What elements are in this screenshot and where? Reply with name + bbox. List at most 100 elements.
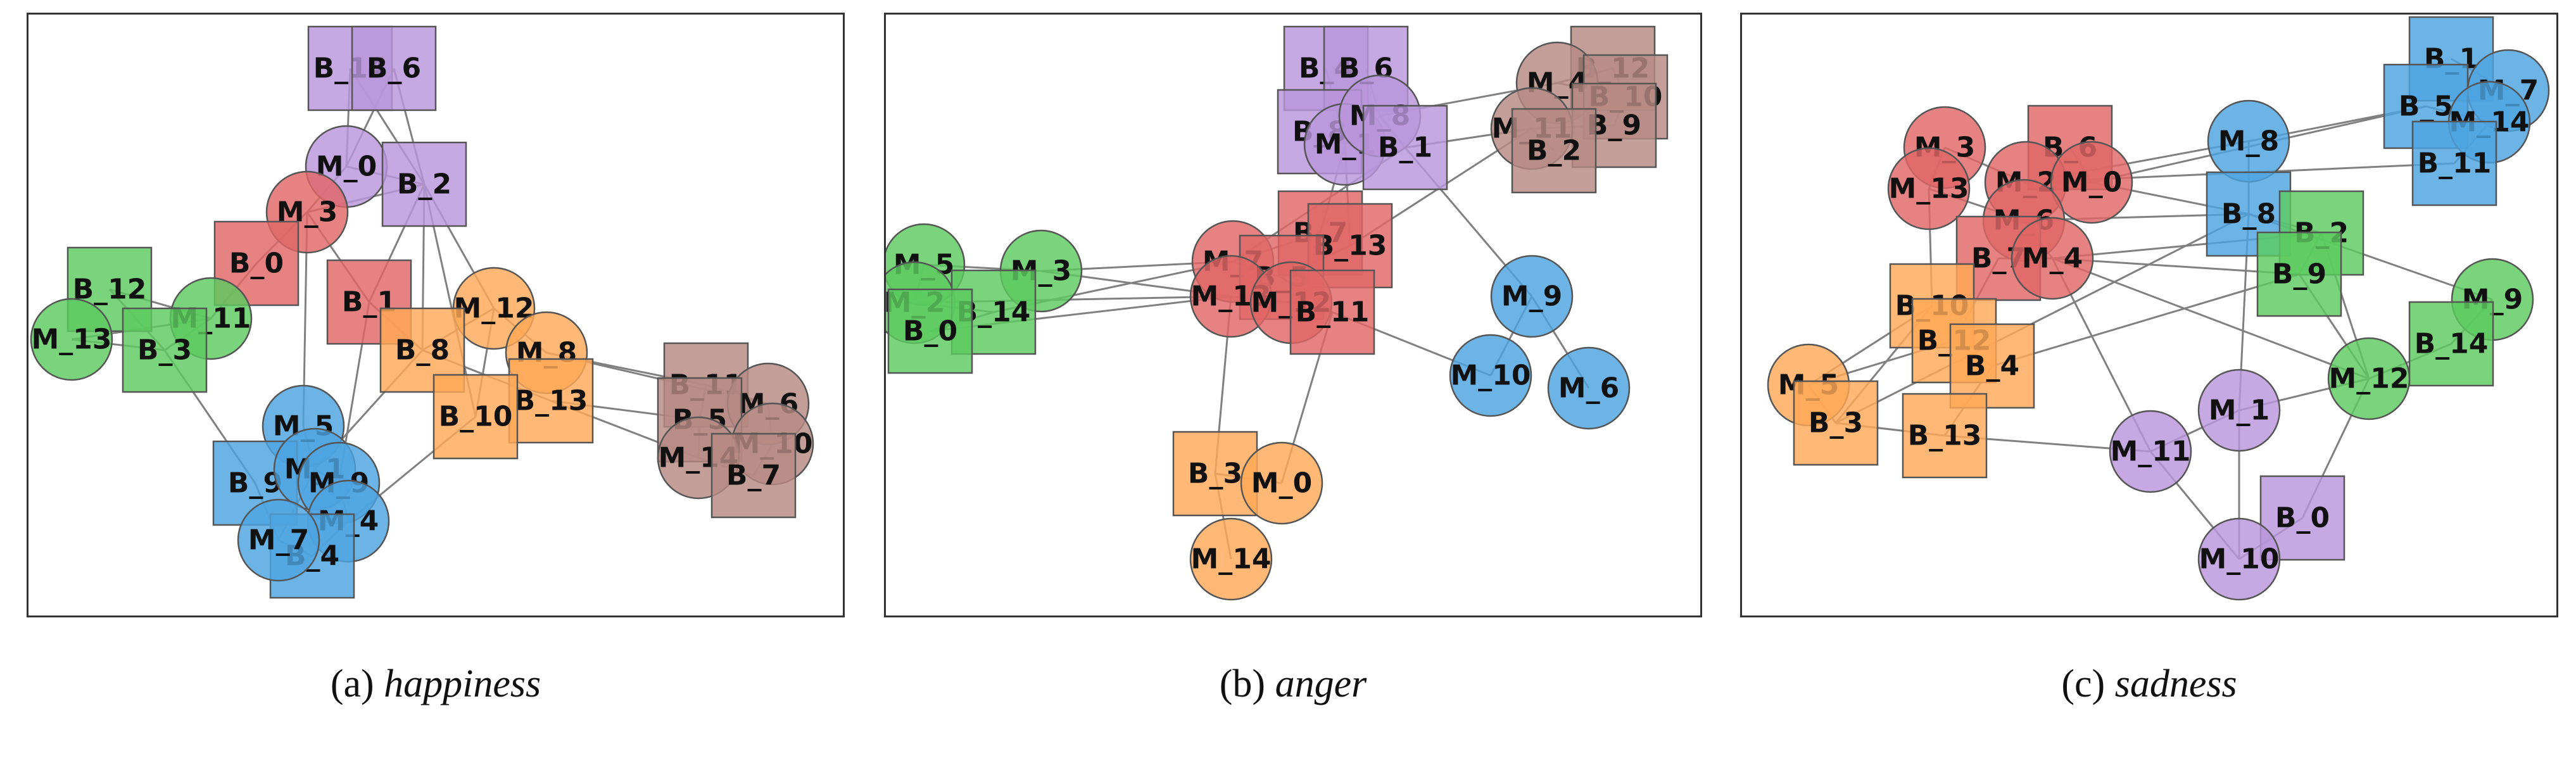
caption-sadness: (c) sadness (1740, 662, 2558, 707)
graph-edge (1835, 213, 2249, 424)
node-label: M_6 (1558, 372, 1619, 405)
node-label: B_0 (903, 315, 957, 348)
node-square (2411, 120, 2497, 206)
node-label: M_12 (453, 293, 534, 325)
node-label: B_8 (395, 334, 450, 367)
node-label: M_11 (2110, 436, 2190, 468)
graph-node-b-14: B_14 (2408, 301, 2494, 387)
network-graph-sadness: M_3B_6M_2M_0M_13M_6B_7M_4B_1M_7B_5M_14M_… (1767, 16, 2550, 601)
node-square (2256, 231, 2342, 317)
node-label: B_7 (726, 460, 781, 492)
node-square (1289, 269, 1375, 355)
graph-node-b-13: B_13 (1902, 393, 1988, 479)
node-label: B_5 (2399, 91, 2453, 123)
graph-node-b-7: B_7 (710, 432, 797, 519)
node-square (2408, 301, 2494, 387)
node-square (351, 25, 437, 111)
graph-node-m-11: M_11 (2109, 410, 2192, 493)
node-label: B_11 (2418, 148, 2492, 180)
node-label: B_14 (2415, 328, 2489, 360)
graph-node-m-0: M_0 (1240, 441, 1323, 525)
node-circle (237, 498, 320, 582)
node-label: M_7 (248, 524, 309, 557)
node-circle (2327, 337, 2411, 420)
node-circle (2011, 217, 2094, 300)
node-circle (1240, 441, 1323, 525)
node-label: B_0 (2275, 502, 2330, 534)
caption-word: sadness (2114, 662, 2237, 705)
graph-node-m-10: M_10 (1449, 334, 1532, 417)
graph-node-b-11: B_11 (1289, 269, 1375, 355)
graph-node-b-11: B_11 (2411, 120, 2497, 206)
graph-node-b-13: B_13 (508, 358, 594, 444)
node-square (1902, 393, 1988, 479)
graph-node-b-2: B_2 (381, 141, 467, 227)
panel-sadness: M_3B_6M_2M_0M_13M_6B_7M_4B_1M_7B_5M_14M_… (1740, 13, 2558, 617)
graph-node-b-9: B_9 (2256, 231, 2342, 317)
node-label: M_0 (2061, 167, 2122, 199)
node-label: B_3 (1188, 458, 1242, 490)
graph-edge (2052, 257, 2370, 380)
node-square (508, 358, 594, 444)
graph-node-m-13: M_13 (1887, 147, 1971, 230)
node-label: B_10 (439, 401, 513, 433)
graph-node-m-12: M_12 (2327, 337, 2411, 420)
graph-node-b-6: B_6 (351, 25, 437, 111)
node-label: M_4 (2022, 243, 2083, 275)
node-label: M_13 (31, 324, 111, 356)
graph-node-m-14: M_14 (1189, 517, 1273, 601)
graph-node-b-1: B_1 (1362, 104, 1448, 191)
graph-node-m-10: M_10 (2197, 517, 2281, 601)
node-circle (1490, 255, 1574, 338)
graph-node-b-10: B_10 (432, 374, 519, 460)
node-label: M_12 (2328, 363, 2409, 395)
node-square (710, 432, 797, 519)
graph-node-b-0: B_0 (887, 288, 973, 374)
graph-node-m-7: M_7 (237, 498, 320, 582)
node-label: B_13 (514, 385, 588, 417)
node-label: B_3 (1809, 407, 1863, 439)
node-label: B_13 (1908, 420, 1982, 452)
node-label: B_8 (2221, 198, 2276, 230)
node-label: M_13 (1888, 173, 1969, 205)
node-label: B_4 (1965, 350, 2019, 382)
graph-edge (1992, 273, 2300, 367)
node-circle (1547, 346, 1631, 430)
node-label: M_14 (1190, 543, 1271, 576)
caption-prefix: (c) (2061, 662, 2106, 705)
node-circle (2197, 517, 2281, 601)
node-square (432, 374, 519, 460)
graph-node-b-12: B_12 (66, 246, 153, 332)
node-circle (30, 298, 113, 381)
panel-anger: B_4B_6B_8M_1M_8B_1B_12M_4B_10M_11B_9B_2M… (884, 13, 1702, 617)
node-label: B_0 (229, 248, 284, 280)
node-label: B_9 (2272, 258, 2327, 291)
caption-anger: (b) anger (884, 662, 1702, 707)
node-circle (2197, 369, 2281, 452)
caption-happiness: (a) happiness (27, 662, 845, 707)
graph-node-m-13: M_13 (30, 298, 113, 381)
graph-node-b-3: B_3 (122, 307, 208, 393)
node-label: B_1 (1378, 132, 1432, 164)
node-circle (1887, 147, 1971, 230)
node-square (1362, 104, 1448, 191)
graph-node-m-9: M_9 (1490, 255, 1574, 338)
node-square (1511, 108, 1597, 194)
node-circle (2050, 141, 2133, 224)
node-label: B_2 (397, 168, 451, 201)
node-label: M_10 (2199, 543, 2279, 576)
caption-word: anger (1275, 662, 1367, 705)
graph-node-m-4: M_4 (2011, 217, 2094, 300)
node-label: B_12 (73, 274, 147, 306)
caption-word: happiness (384, 662, 541, 705)
node-label: M_9 (1501, 281, 1562, 313)
caption-prefix: (a) (330, 662, 374, 705)
node-square (887, 288, 973, 374)
graph-node-b-3: B_3 (1793, 380, 1879, 466)
caption-prefix: (b) (1219, 662, 1266, 705)
node-label: B_11 (1296, 296, 1370, 329)
graph-node-m-1: M_1 (2197, 369, 2281, 452)
node-label: M_1 (2209, 394, 2270, 427)
